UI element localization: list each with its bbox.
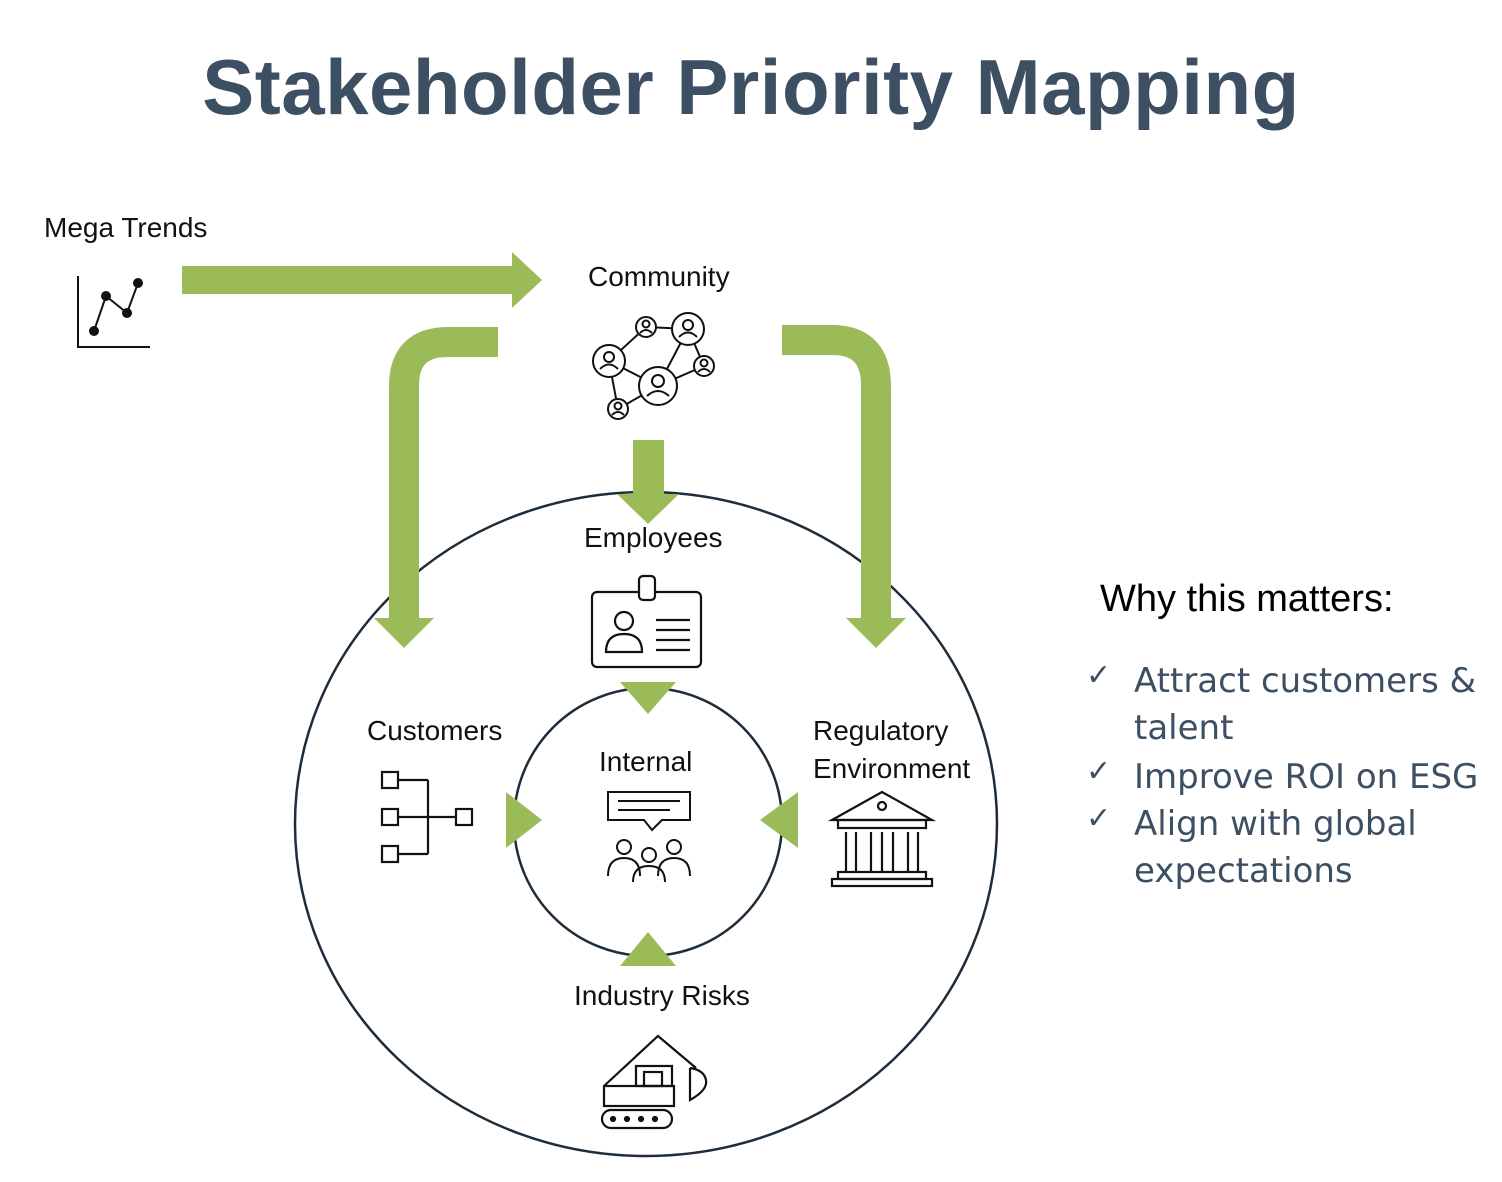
arrow-community-customers-head xyxy=(374,618,434,648)
inner-circle xyxy=(512,686,784,958)
line-chart-icon xyxy=(77,276,150,348)
government-building-icon xyxy=(827,790,937,888)
industry-risks-label: Industry Risks xyxy=(574,980,750,1011)
arrow-community-regulatory xyxy=(782,325,891,620)
checkmark-icon: ✓ xyxy=(1086,754,1112,789)
checkmark-icon: ✓ xyxy=(1086,658,1112,693)
team-discussion-icon xyxy=(607,791,691,883)
arrow-community-customers xyxy=(389,327,498,620)
arrow-megatrends-community xyxy=(182,266,514,294)
triangle-employees-internal xyxy=(620,682,676,714)
internal-label: Internal xyxy=(599,746,693,777)
community-label: Community xyxy=(588,261,730,292)
id-badge-icon xyxy=(590,574,703,669)
why-item-text: Improve ROI on ESG xyxy=(1134,757,1479,797)
hierarchy-icon xyxy=(380,770,474,864)
arrow-community-regulatory-head xyxy=(846,618,906,648)
flow-arrows xyxy=(182,252,906,966)
page-title: Stakeholder Priority Mapping xyxy=(202,43,1300,131)
network-people-icon xyxy=(592,312,715,420)
employees-label: Employees xyxy=(584,522,723,553)
triangle-risks-internal xyxy=(620,932,676,966)
arrow-megatrends-community-head xyxy=(512,252,542,308)
arrow-community-employees xyxy=(633,440,664,498)
arrow-community-employees-head xyxy=(617,494,679,524)
regulatory-label-line2: Environment xyxy=(813,753,971,784)
triangle-customers-internal xyxy=(506,792,542,848)
triangle-regulatory-internal xyxy=(760,792,798,848)
why-item-text: Align with global expectations xyxy=(1134,804,1417,891)
why-title: Why this matters: xyxy=(1100,578,1394,620)
regulatory-label-line1: Regulatory xyxy=(813,715,949,746)
mega-trends-label: Mega Trends xyxy=(44,212,208,243)
excavator-icon xyxy=(600,1034,708,1130)
customers-label: Customers xyxy=(367,715,503,746)
why-item-text: Attract customers & talent xyxy=(1134,661,1477,748)
checkmark-icon: ✓ xyxy=(1086,801,1112,836)
